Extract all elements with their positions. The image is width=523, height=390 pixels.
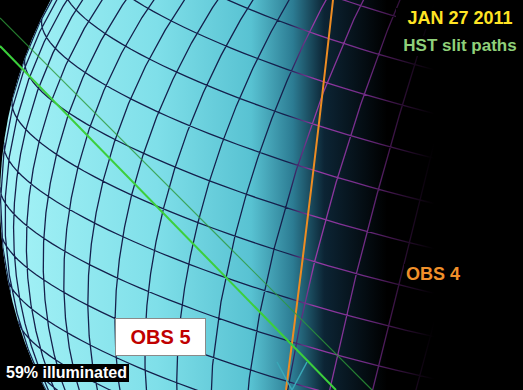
slit-path-obs5 [0,46,336,390]
illumination-note: 59% illuminated [4,364,129,382]
slit-path-obs4 [286,0,333,390]
label-box: OBS 5 [115,318,206,356]
slit-caption: HST slit paths [396,36,523,56]
obs-label: OBS 4 [404,264,462,285]
date-label: JAN 27 2011 [396,8,523,29]
pointer-mark [277,362,307,390]
slit-path-obs5 [0,18,372,390]
obs-label: OBS 5 [130,326,191,348]
